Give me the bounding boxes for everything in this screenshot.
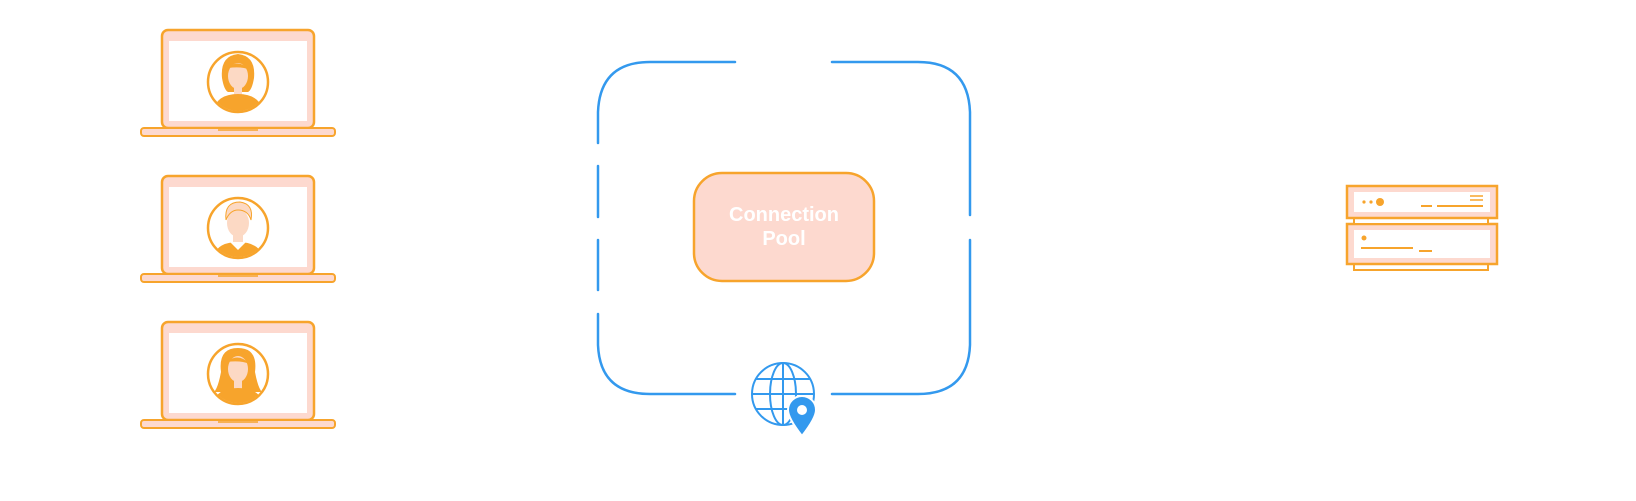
database-server-icon (1345, 184, 1499, 271)
connection-pool-box (692, 171, 876, 283)
user-avatar-icon (206, 342, 270, 406)
client-laptop-2 (140, 174, 336, 283)
client-laptop-1 (140, 28, 336, 137)
globe-location-icon (751, 362, 818, 438)
pool-frame (596, 60, 972, 396)
user-avatar-icon (206, 196, 270, 260)
client-laptop-3 (140, 320, 336, 429)
